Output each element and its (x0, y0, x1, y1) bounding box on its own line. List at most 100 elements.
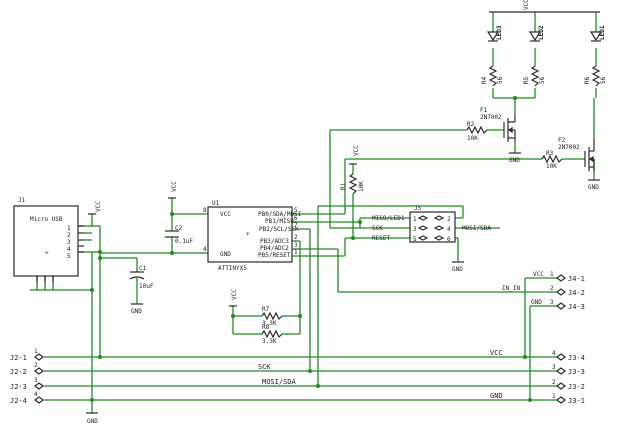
gnd-symbol-j5: GND (452, 261, 464, 273)
vcc-symbols: VCC VCC VCC VCC VCC (88, 0, 600, 307)
j2-num-2: 2 (34, 362, 38, 369)
j4-pin-2-label: J4-2 (568, 289, 585, 297)
bus-net-labels: VCC SCK MOSI/SDA GND (258, 349, 503, 400)
j4-pin-1[interactable]: J4-1 (556, 274, 585, 283)
attiny-chip: U1 VCC GND 8 4 + PB0/SDA/MOSI PB1/MISO P… (203, 200, 302, 272)
j3-num-3: 3 (552, 364, 556, 371)
usb-pin-3: 3 (67, 239, 71, 246)
gnd-symbol-c1: GND (131, 303, 143, 315)
j4-pin-2[interactable]: J4-2 (556, 288, 585, 297)
gnd-label: GND (588, 184, 599, 191)
u1-pin-gnd: GND (220, 251, 231, 258)
r7-value: 3.3K (262, 320, 277, 327)
j4-net-gnd: GND (531, 299, 542, 306)
led-led2: LED2 (528, 25, 545, 42)
j5-pin-2: 2 (447, 216, 451, 223)
f1-value: 2N7002 (480, 114, 502, 121)
j4-pin-3-label: J4-3 (568, 303, 585, 311)
j2-pin-2[interactable]: J2-2 2 (10, 362, 44, 376)
usb-ref: J1 (18, 197, 26, 204)
r4-value: 56 (497, 76, 504, 84)
u1-pin-num-4: 4 (203, 246, 207, 253)
j4-pin-1-label: J4-1 (568, 275, 585, 283)
r1-ref: R1 (340, 182, 347, 190)
connector-j2: J2-1 1 J2-2 2 J2-3 3 J2-4 4 (10, 348, 44, 405)
wires (30, 12, 597, 413)
j4-num-3: 3 (550, 299, 554, 306)
j3-pin-2[interactable]: 2 J3-2 (552, 379, 585, 391)
gnd-label: GND (509, 157, 520, 164)
r5-value: 56 (539, 76, 546, 84)
u1-pin-pb4: PB4/ADC2 (260, 245, 289, 252)
usb-pin-4: 4 (67, 246, 71, 253)
j3-pin-1[interactable]: 1 J3-1 (552, 393, 585, 405)
u1-pin-pb3: PB3/ADC3 (260, 238, 289, 245)
u1-pin-num-7: 7 (294, 222, 298, 229)
r4-ref: R4 (481, 76, 488, 84)
j3-pin-4[interactable]: 4 J3-4 (552, 350, 585, 362)
j3-num-4: 4 (552, 350, 556, 357)
j3-num-1: 1 (552, 393, 556, 400)
j5-net-sck: SCK (372, 225, 383, 232)
c2-ref: C2 (175, 225, 183, 232)
u1-pin-num-6: 6 (294, 215, 298, 222)
j2-pin-1[interactable]: J2-1 1 (10, 348, 44, 362)
r8-ref: R8 (262, 324, 270, 331)
usb-pin-2: 2 (67, 232, 71, 239)
j2-pin-4[interactable]: J2-4 4 (10, 391, 44, 405)
j3-pin-3[interactable]: 3 J3-3 (552, 364, 585, 376)
j2-pin-2-label: J2-2 (10, 368, 27, 376)
c1-ref: C1 (139, 265, 147, 272)
r7-ref: R7 (262, 306, 270, 313)
r2-ref: R2 (467, 121, 475, 128)
j5-pin-5: 5 (413, 236, 417, 243)
u1-pin-num-1: 1 (294, 249, 298, 256)
j2-pin-3[interactable]: J2-3 3 (10, 377, 44, 391)
j5-net-miso: MISO/LED1 (372, 215, 405, 222)
led2-ref: LED2 (538, 25, 545, 40)
j5-pin-6: 6 (447, 236, 451, 243)
u1-pin-pb1: PB1/MISO (265, 218, 294, 225)
u1-ref: U1 (212, 200, 220, 207)
j4-num-1: 1 (550, 271, 554, 278)
j3-num-2: 2 (552, 379, 556, 386)
u1-pin-pb2: PB2/SCL/SCK (259, 226, 299, 233)
j4-net-vcc: VCC (533, 271, 544, 278)
r6-ref: R6 (584, 76, 591, 84)
j5-pin-3: 3 (413, 226, 417, 233)
r1-value: 10K (358, 181, 365, 192)
led-array: LED3 LED2 LED1 (486, 25, 606, 42)
j5-net-mosi: MOSI/SDA (462, 225, 491, 232)
j3-pin-4-label: J3-4 (568, 354, 585, 362)
u1-pin-vcc: VCC (220, 211, 231, 218)
gnd-symbol-f2: GND (588, 179, 600, 191)
junctions (90, 96, 532, 402)
mosfet-f2: F2 2N7002 (558, 137, 595, 171)
j5-net-reset: RESET (372, 235, 390, 242)
j2-num-3: 3 (34, 377, 38, 384)
bus-label-vcc: VCC (490, 349, 503, 357)
capacitor-c2: C2 0.1uF (165, 225, 193, 245)
usb-label: Micro USB (30, 216, 63, 223)
usb-pin-5: 5 (67, 253, 71, 260)
j5-pins (417, 215, 445, 241)
resistor-r4: R4 56 (481, 65, 504, 87)
j3-pin-1-label: J3-1 (568, 397, 585, 405)
resistor-r7: R7 3.3K (261, 306, 283, 327)
usb-plus-mark: + (45, 250, 49, 257)
c1-value: 10uF (139, 283, 154, 290)
gnd-label: GND (87, 418, 98, 425)
led-led3: LED3 (486, 25, 503, 42)
f1-ref: F1 (480, 107, 488, 114)
resistor-r2: R2 10K (466, 121, 488, 142)
r3-ref: R3 (546, 150, 554, 157)
gnd-label: GND (452, 266, 463, 273)
r5-ref: R5 (523, 76, 530, 84)
j4-pin-3[interactable]: J4-3 (556, 302, 585, 311)
isp-header-j5: J5 MISO/LED1 SCK RESET MOSI/SDA 1 2 3 4 … (372, 205, 491, 243)
j2-pin-4-label: J2-4 (10, 397, 27, 405)
vcc-label: VCC (231, 289, 238, 300)
resistor-r6: R6 56 (584, 65, 607, 87)
vcc-label: VCC (95, 201, 102, 212)
bus-label-sck: SCK (258, 363, 271, 371)
